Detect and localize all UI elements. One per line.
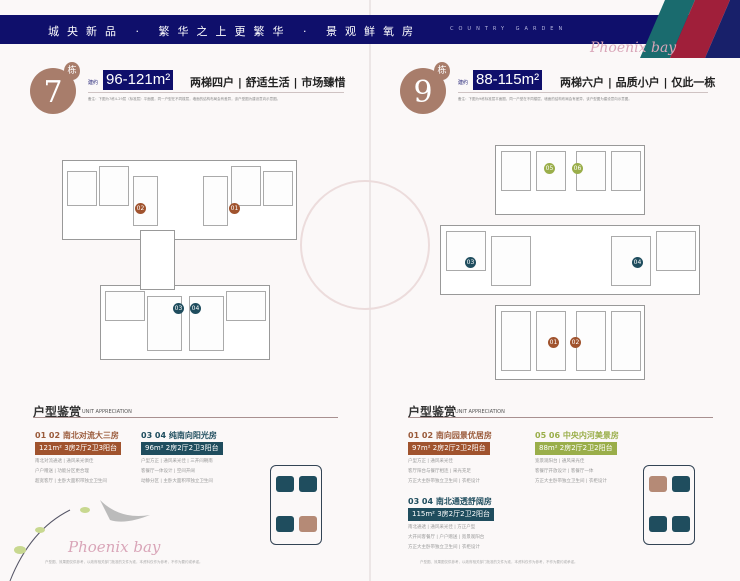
card-bullet: 方正大主卧带独立卫生间 | 衣柜设计: [408, 479, 480, 484]
card-title: 03 04 南北通透舒阔房: [408, 497, 492, 506]
card-bullet: 方正大主卧带独立卫生间 | 衣柜设计: [535, 479, 607, 484]
unit-marker: 02: [570, 337, 581, 348]
core-stair: [140, 230, 175, 290]
about-label: 建约: [88, 80, 99, 86]
unit-marker: 04: [190, 303, 201, 314]
section-subtitle: UNIT APPRECIATION: [455, 409, 505, 415]
card-spec: 88m² 2房2厅2卫2阳台: [535, 442, 617, 455]
unit-marker: 01: [548, 337, 559, 348]
building-char: 栋: [434, 62, 450, 80]
unit-marker: 05: [544, 163, 555, 174]
card-bullet: 客餐厅一体设计 | 空间开阔: [141, 469, 195, 474]
tagline: 两梯四户 | 舒适生活 | 市场臻惜: [190, 76, 346, 89]
unit-marker: 01: [229, 203, 240, 214]
unit-marker: 02: [135, 203, 146, 214]
card-spec: 97m² 2房2厅2卫2阳台: [408, 442, 490, 455]
script-logo: Phoenix bay: [590, 40, 677, 56]
watermark-seal: [300, 180, 430, 310]
card-bullet: 南北对流通透 | 通风采光俱佳: [35, 459, 94, 464]
card-bullet: 南北通透 | 通风采光佳 | 方正户型: [408, 525, 476, 530]
floor-plan-lower: [100, 285, 270, 360]
card-bullet: 户户赠送 | 功能分区更合理: [35, 469, 89, 474]
section-title: 户型鉴赏: [408, 405, 457, 419]
about-label: 建约: [458, 80, 469, 86]
divider: [88, 92, 344, 93]
card-spec: 121m² 3房2厅2卫3阳台: [35, 442, 122, 455]
card-bullet: 宽景观阳台 | 通风采光佳: [535, 459, 585, 464]
floor-plan-middle: [440, 225, 700, 295]
building-number: 7: [43, 75, 63, 110]
card-title: 01 02 南向园景优居房: [408, 431, 492, 440]
card-bullet: 动静分区 | 主卧大面积带独立卫生间: [141, 479, 213, 484]
ribbon-graphic: [640, 0, 740, 58]
divider: [458, 92, 708, 93]
branch-bird-illustration: [9, 500, 150, 581]
floor-plan-bottom: [495, 305, 645, 380]
divider: [33, 417, 338, 418]
tagline: 两梯六户 | 品质小户 | 仅此一栋: [560, 76, 716, 89]
site-map: [643, 465, 695, 545]
card-bullet: 客厅阳台与餐厅相连 | 采光充足: [408, 469, 471, 474]
area-range: 96-121m²: [103, 70, 174, 90]
card-bullet: 大开间客餐厅 | 户户赠送 | 宽景观阳台: [408, 535, 485, 540]
brand-en: COUNTRY GARDEN: [450, 26, 568, 32]
area-range: 88-115m²: [473, 70, 543, 90]
unit-marker: 06: [572, 163, 583, 174]
card-spec: 115m² 3房2厅2卫2阳台: [408, 508, 495, 521]
card-bullet: 户型方正 | 通风采光佳: [408, 459, 453, 464]
divider: [408, 417, 713, 418]
card-title: 01 02 南北对流大三房: [35, 431, 119, 440]
floor-plan-top: [495, 145, 645, 215]
disclaimer: 户型图、效果图仅供参考，以政府相关部门批准的文件为准，本资料仅作为参考，不作为要…: [420, 560, 578, 564]
section-subtitle: UNIT APPRECIATION: [82, 409, 132, 415]
card-title: 05 06 中央内河美景房: [535, 431, 619, 440]
site-map: [270, 465, 322, 545]
note: 备注：下图为9栋标准层平面图，同一户型在不同楼层，墙面的结构布局会有差异，该户型…: [458, 97, 632, 101]
note: 备注：下图为7栋4-29层（标准层）平面图，同一户型在不同楼层，墙面的结构布局会…: [88, 97, 281, 101]
card-bullet: 客餐厅开放设计 | 客餐厅一体: [535, 469, 594, 474]
card-title: 03 04 纯南向阳光房: [141, 431, 217, 440]
floor-plan-upper: [62, 160, 297, 240]
card-bullet: 方正大主卧带独立卫生间 | 衣柜设计: [408, 545, 480, 550]
script-logo: Phoenix bay: [68, 538, 161, 556]
building-number: 9: [413, 75, 433, 110]
unit-marker: 04: [632, 257, 643, 268]
card-bullet: 户型方正 | 通风采光佳 | 三开间朝南: [141, 459, 213, 464]
unit-marker: 03: [465, 257, 476, 268]
building-char: 栋: [64, 62, 80, 80]
header-band: [0, 15, 700, 44]
disclaimer: 户型图、效果图仅供参考，以政府相关部门批准的文件为准，本资料仅作为参考，不作为要…: [45, 560, 203, 564]
slogan: 城央新品 · 繁华之上更繁华 · 景观鲜氧房: [48, 25, 421, 38]
unit-marker: 03: [173, 303, 184, 314]
card-bullet: 超宽客厅 | 主卧大面积带独立卫生间: [35, 479, 107, 484]
card-spec: 96m² 2房2厅2卫3阳台: [141, 442, 223, 455]
section-title: 户型鉴赏: [33, 405, 82, 419]
